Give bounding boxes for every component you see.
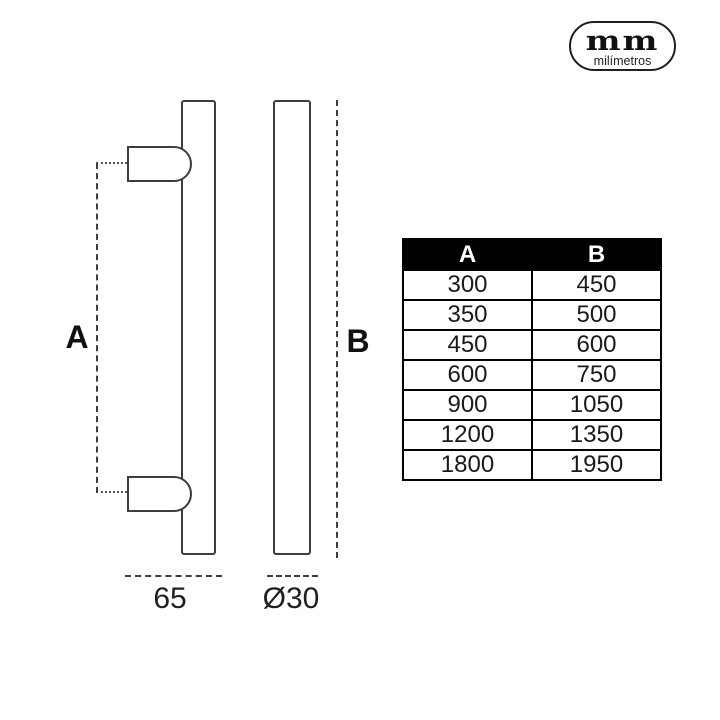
table-row: 350 500: [402, 299, 662, 331]
mounting-post-bottom: [127, 476, 192, 512]
mounting-post-top: [127, 146, 192, 182]
table-row: 600 750: [402, 359, 662, 391]
table-row: 900 1050: [402, 389, 662, 421]
cell-b: 500: [531, 299, 662, 331]
cell-a: 900: [402, 389, 533, 421]
handle-side-view-bar: [273, 100, 311, 555]
cell-a: 1200: [402, 419, 533, 451]
cell-b: 1950: [531, 449, 662, 481]
cell-a: 350: [402, 299, 533, 331]
table-row: 450 600: [402, 329, 662, 361]
dim-diameter-line: [267, 575, 318, 577]
dim-a-label: A: [65, 319, 89, 355]
cell-b: 600: [531, 329, 662, 361]
dim-projection-line: [125, 575, 222, 577]
mm-caption: milímetros: [593, 53, 652, 68]
dim-diameter-label: Ø30: [262, 582, 320, 615]
table-row: 300 450: [402, 269, 662, 301]
cell-a: 1800: [402, 449, 533, 481]
size-table-header-row: A B: [402, 238, 662, 271]
column-header-b: B: [531, 238, 662, 271]
dim-a-line: [96, 163, 98, 493]
table-row: 1200 1350: [402, 419, 662, 451]
column-header-a: A: [402, 238, 533, 271]
cell-a: 600: [402, 359, 533, 391]
dim-b-label: B: [346, 323, 370, 359]
mm-unit-badge: mm milímetros: [569, 21, 676, 71]
dim-a-connector-bottom: [96, 491, 127, 493]
mm-logo: mm: [585, 24, 660, 57]
dim-a-connector-top: [96, 162, 127, 164]
cell-b: 450: [531, 269, 662, 301]
dim-b-line: [336, 100, 338, 558]
cell-b: 1350: [531, 419, 662, 451]
table-row: 1800 1950: [402, 449, 662, 481]
cell-b: 1050: [531, 389, 662, 421]
size-table: A B 300 450 350 500 450 600 600 750 900: [402, 238, 662, 481]
dim-projection-label: 65: [153, 582, 187, 615]
cell-b: 750: [531, 359, 662, 391]
cell-a: 450: [402, 329, 533, 361]
cell-a: 300: [402, 269, 533, 301]
